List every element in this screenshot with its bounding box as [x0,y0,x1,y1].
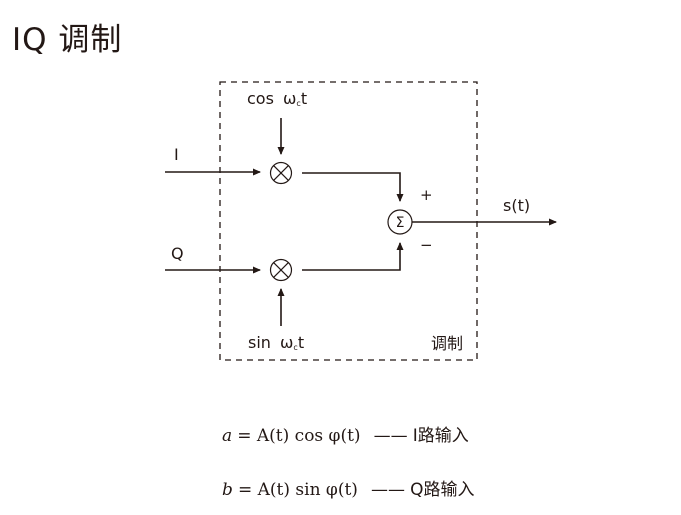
omega-symbol: ω [280,333,294,352]
cos-carrier-label: cos ωct [247,89,307,108]
upper-mixer-icon [269,161,293,185]
omega-subscript: c [296,99,301,108]
output-label: s(t) [503,196,531,215]
lower-path-line [302,242,404,271]
formula-a-rhs: A(t) cos φ(t) [256,426,361,446]
page-title: IQ 调制 [12,22,123,58]
formula-a-lhs: a [222,426,233,446]
formula-a-equals: = [237,426,257,446]
sin-text: sin [248,333,271,352]
formula-b-rhs: A(t) sin φ(t) [257,480,358,500]
formula-a-label: I路输入 [412,426,469,446]
formula-b-label: Q路输入 [410,480,475,500]
omega-symbol: ω [283,89,297,108]
upper-path-line [302,172,404,202]
modulator-box-label: 调制 [431,334,464,353]
formula-b-equals: = [237,480,258,500]
input-i-label: I [174,145,179,164]
formula-a-dash: —— [373,426,408,446]
input-q-label: Q [171,244,184,263]
formula-b: b = A(t) sin φ(t) —— Q路输入 [222,475,475,500]
sin-carrier-label: sin ωct [248,333,304,352]
modulator-box [219,81,478,361]
time-symbol: t [300,89,308,108]
omega-subscript: c [293,343,298,352]
formula-a: a = A(t) cos φ(t) —— I路输入 [222,421,469,446]
minus-sign: − [420,236,433,254]
formula-b-dash: —— [371,480,406,500]
summer-sigma: Σ [396,215,405,231]
plus-sign: + [420,186,433,204]
time-symbol: t [297,333,305,352]
cos-text: cos [247,89,274,108]
lower-mixer-icon [269,258,293,282]
formula-b-lhs: b [222,480,233,500]
